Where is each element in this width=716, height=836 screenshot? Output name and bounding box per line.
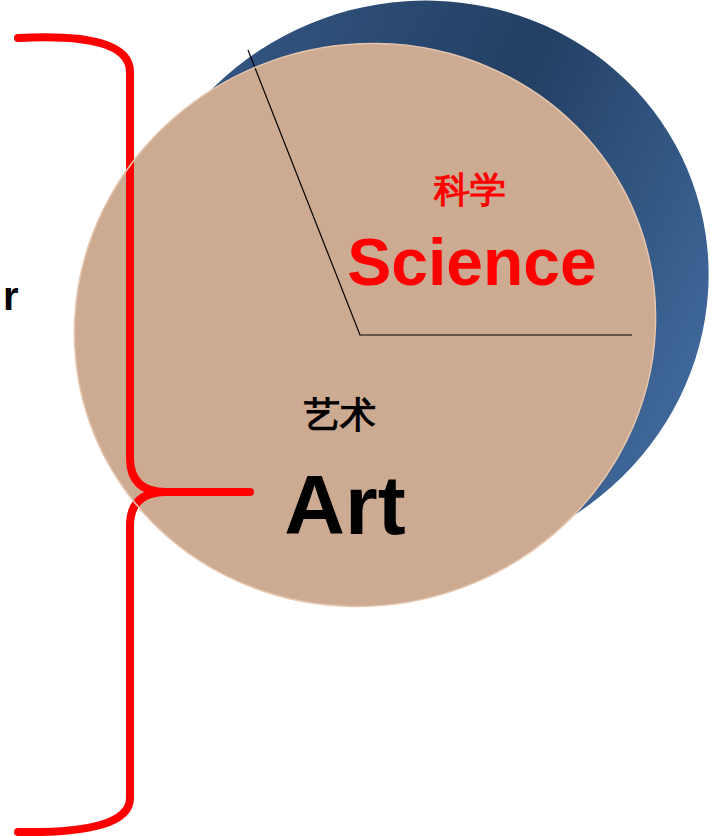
- curly-brace: [18, 37, 250, 832]
- sector-title: Science: [347, 229, 597, 295]
- region-title: Art: [284, 463, 405, 547]
- disc-region: 艺术 Art 科学 Science: [73, 45, 657, 605]
- sector-line: [248, 50, 632, 335]
- region-heading: 艺术: [304, 397, 376, 433]
- disc-face: [0, 0, 716, 688]
- disc-edge: [0, 0, 716, 688]
- sector-heading: 科学: [434, 172, 506, 208]
- sector-region: 科学 Science: [330, 150, 650, 295]
- cropped-text: r: [3, 276, 19, 316]
